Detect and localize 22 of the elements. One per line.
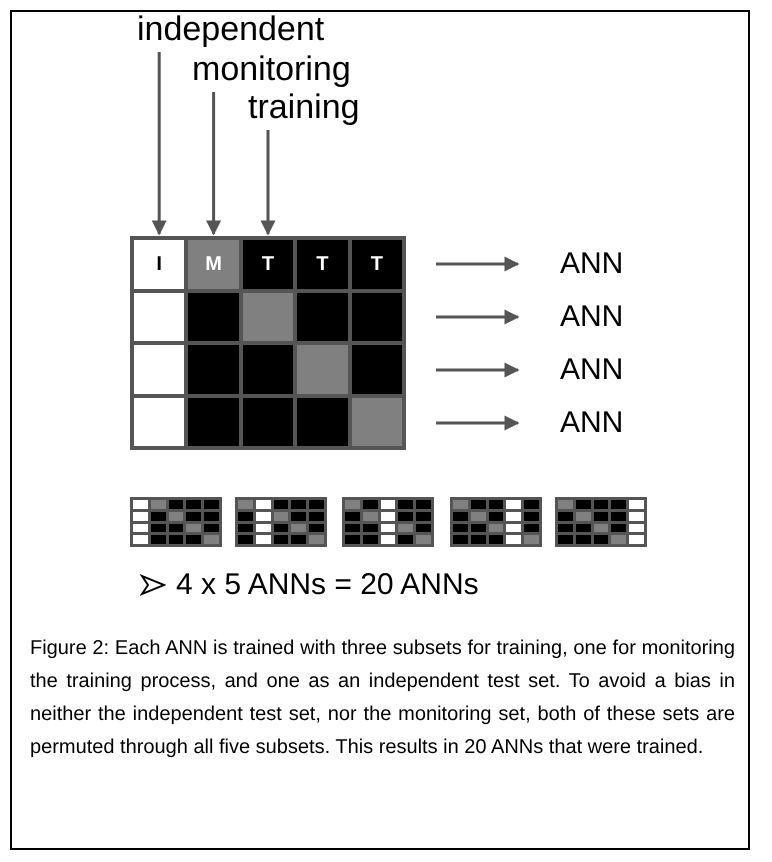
arrow — [436, 362, 520, 378]
grid-cell: I — [134, 240, 184, 288]
column-label: training — [248, 90, 360, 124]
grid-cell: M — [188, 240, 239, 288]
arrow — [260, 130, 276, 236]
grid-cell: T — [297, 240, 348, 288]
network-label: ANN — [560, 249, 624, 279]
summary-text: 4 x 5 ANNs = 20 ANNs — [176, 568, 479, 602]
arrow — [436, 256, 520, 272]
figure-caption: Figure 2: Each ANN is trained with three subsets for training, one for monitoring the training process, and one as an independent test set. To avoid a bias in neither the independent test set, nor the monitoring set, both of these sets are permuted through all five subsets. This results in 20 ANNs that were trained. — [30, 636, 735, 760]
arrow — [152, 52, 167, 236]
grid-cell: T — [352, 240, 402, 288]
arrow — [436, 416, 520, 430]
arrow — [436, 310, 520, 324]
network-label: ANN — [560, 355, 624, 385]
network-label: ANN — [560, 408, 624, 438]
column-label: independent — [137, 12, 324, 46]
column-label: monitoring — [192, 52, 351, 86]
grid-cell: T — [242, 240, 294, 288]
data-grid — [130, 236, 406, 450]
arrow — [206, 92, 222, 236]
network-label: ANN — [560, 302, 624, 332]
